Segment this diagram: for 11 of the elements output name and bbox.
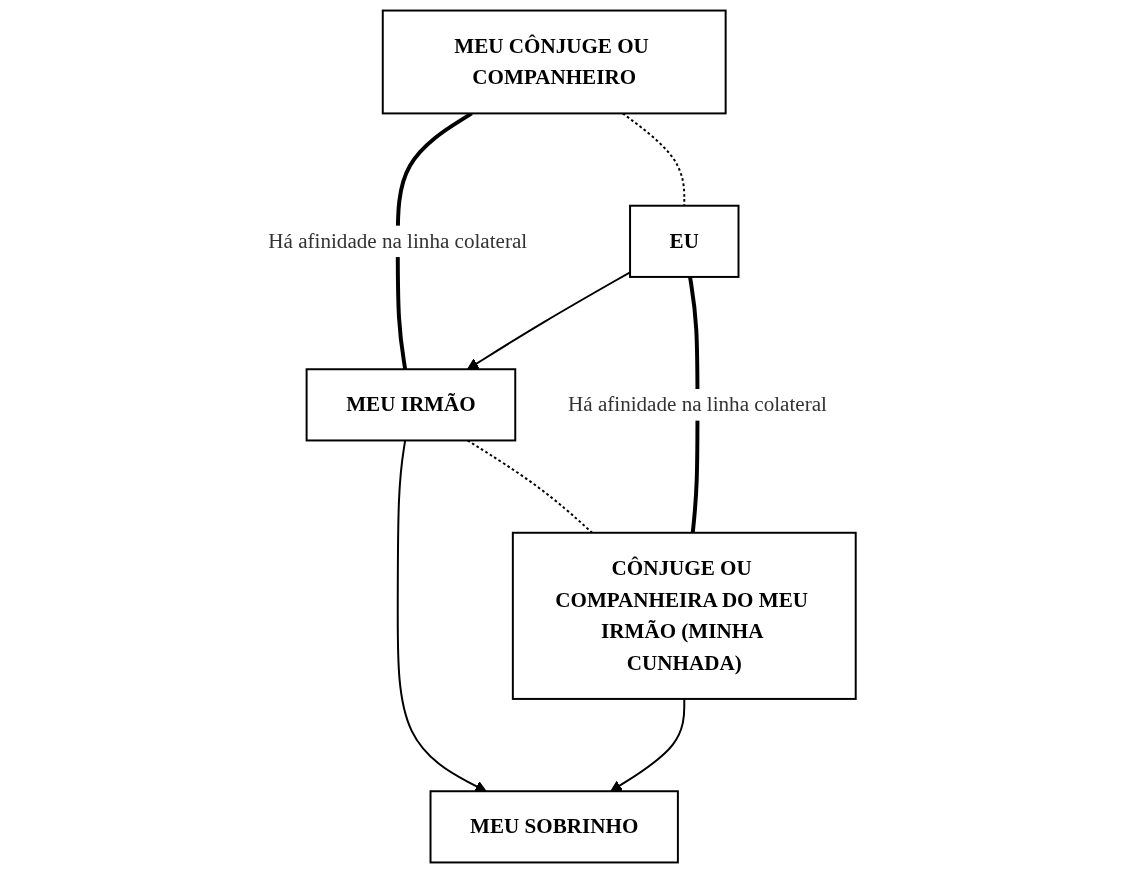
- node-box: MEU IRMÃO: [305, 368, 517, 442]
- connector: [466, 439, 594, 534]
- node-box: MEU CÔNJUGE OU COMPANHEIRO: [381, 9, 727, 115]
- arrow: [610, 697, 686, 792]
- arrow: [396, 439, 487, 792]
- connector: [688, 276, 700, 533]
- node-box: MEU SOBRINHO: [429, 790, 679, 864]
- edge-label: Há afinidade na linha colateral: [268, 229, 528, 252]
- node-box: EU: [629, 204, 740, 278]
- edge-label: Há afinidade na linha colateral: [568, 392, 827, 416]
- node-box: CÔNJUGE OU COMPANHEIRA DO MEU IRMÃO (MINHA CUNHADA): [511, 531, 857, 700]
